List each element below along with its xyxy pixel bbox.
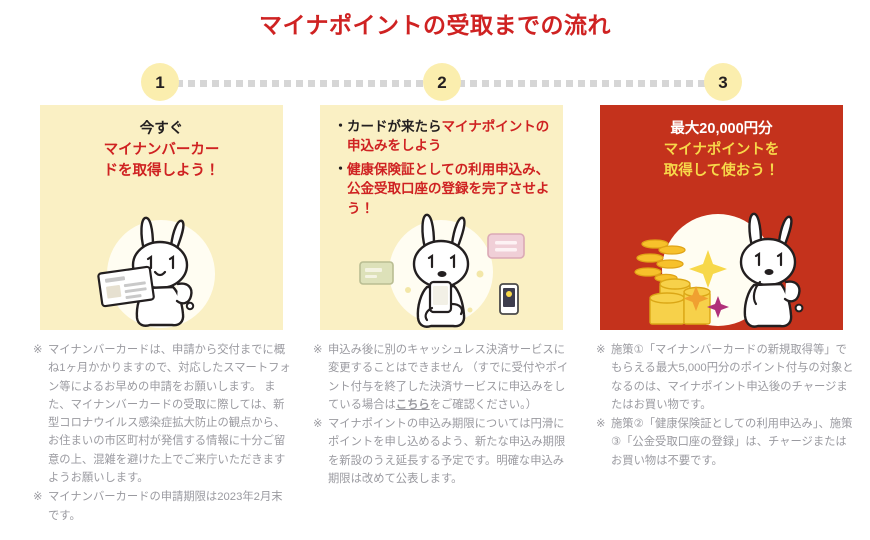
card-2-bullet-1-segment-2: マイナポイントの申込みをしよう: [347, 119, 550, 154]
step-card-2: ・ カードが来たらマイナポイントの申込みをしよう ・ 健康保険証としての利用申込…: [320, 105, 563, 330]
step-card-1: 今すぐ マイナンバーカー ドを取得しよう！: [40, 105, 283, 330]
card-1-heading-line-3: ドを取得しよう！: [103, 163, 220, 180]
rabbit-holding-mynumber-card-illustration: [40, 212, 283, 330]
notes-column-3: ※ 施策①「マイナンバーカードの新規取得等」でもらえる最大5,000円分のポイン…: [596, 341, 854, 471]
step-badge-2: 2: [423, 63, 461, 101]
notes-column-1: ※ マイナンバーカードは、申請から交付までに概ね1ヶ月かかりますので、対応したス…: [33, 341, 291, 526]
card-2-bullet-1-segment-1: カードが来たら: [347, 119, 442, 134]
kochira-link[interactable]: こちら: [395, 398, 430, 411]
card-3-heading-line-3: 取得して使おう！: [663, 163, 780, 180]
card-1-heading-line-2: マイナンバーカー: [103, 142, 220, 159]
step-connector-2-3: [458, 80, 708, 87]
note-text: 申込み後に別のキャッシュレス決済サービスに変更することはできません （すでに受付…: [328, 341, 571, 414]
step-card-1-heading: 今すぐ マイナンバーカー ドを取得しよう！: [40, 105, 283, 182]
note-item: ※ 施策②「健康保険証としての利用申込み」、施策③「公金受取口座の登録」は、チャ…: [596, 415, 854, 470]
card-2-bullet-1: ・ カードが来たらマイナポイントの申込みをしよう: [334, 117, 553, 155]
notes-column-2: ※ 申込み後に別のキャッシュレス決済サービスに変更することはできません （すでに…: [313, 341, 571, 489]
note-text: マイナンバーカードは、申請から交付までに概ね1ヶ月かかりますので、対応したスマー…: [48, 344, 291, 485]
step-card-3: 最大20,000円分 マイナポイントを 取得して使おう！: [600, 105, 843, 330]
note-text: 施策①「マイナンバーカードの新規取得等」でもらえる最大5,000円分のポイント付…: [611, 344, 854, 411]
card-2-bullet-1-text: カードが来たらマイナポイントの申込みをしよう: [347, 117, 553, 155]
card-2-bullet-2: ・ 健康保険証としての利用申込み、公金受取口座の登録を完了させよう！: [334, 160, 553, 217]
note-text: 施策②「健康保険証としての利用申込み」、施策③「公金受取口座の登録」は、チャージ…: [611, 418, 853, 467]
page-title: マイナポイントの受取までの流れ: [258, 12, 612, 38]
step-card-2-heading: ・ カードが来たらマイナポイントの申込みをしよう ・ 健康保険証としての利用申込…: [320, 105, 563, 218]
note-mark: ※: [596, 344, 606, 356]
step-connector-1-2: [176, 80, 426, 87]
note-item: ※ マイナポイントの申込み期限については円滑にポイントを申し込めるよう、新たな申…: [313, 415, 571, 488]
card-3-heading-line-2: マイナポイントを: [663, 142, 780, 159]
note-text: マイナポイントの申込み期限については円滑にポイントを申し込めるよう、新たな申込み…: [328, 418, 566, 486]
note-mark: ※: [33, 344, 43, 356]
note-text-after-link: をご確認ください。）: [429, 398, 538, 411]
step-card-3-heading: 最大20,000円分 マイナポイントを 取得して使おう！: [600, 105, 843, 182]
note-item: ※ 施策①「マイナンバーカードの新規取得等」でもらえる最大5,000円分のポイン…: [596, 341, 854, 414]
step-badge-3: 3: [704, 63, 742, 101]
bullet-marker: ・: [334, 161, 348, 177]
rabbit-with-smartphone-illustration: [320, 212, 563, 330]
note-mark: ※: [596, 418, 606, 431]
step-rail: 1 2 3: [0, 63, 870, 103]
note-item: ※ マイナンバーカードは、申請から交付までに概ね1ヶ月かかりますので、対応したス…: [33, 341, 291, 487]
note-mark: ※: [313, 344, 323, 356]
rabbit-with-gold-coins-illustration: [600, 212, 843, 330]
card-2-bullet-2-text: 健康保険証としての利用申込み、公金受取口座の登録を完了させよう！: [347, 162, 550, 216]
note-item: ※ 申込み後に別のキャッシュレス決済サービスに変更することはできません （すでに…: [313, 341, 571, 414]
note-text: マイナンバーカードの申請期限は2023年2月末です。: [48, 491, 283, 522]
card-1-heading-line-1: 今すぐ: [139, 121, 184, 137]
note-mark: ※: [313, 418, 323, 431]
note-item: ※ マイナンバーカードの申請期限は2023年2月末です。: [33, 488, 291, 525]
card-3-heading-line-1: 最大20,000円分: [670, 121, 773, 137]
bullet-marker: ・: [334, 118, 348, 133]
step-badge-1: 1: [141, 63, 179, 101]
note-mark: ※: [33, 491, 43, 504]
note-text-before-link: 申込み後に別のキャッシュレス決済サービスに変更することはできません （すでに受付…: [328, 344, 569, 411]
